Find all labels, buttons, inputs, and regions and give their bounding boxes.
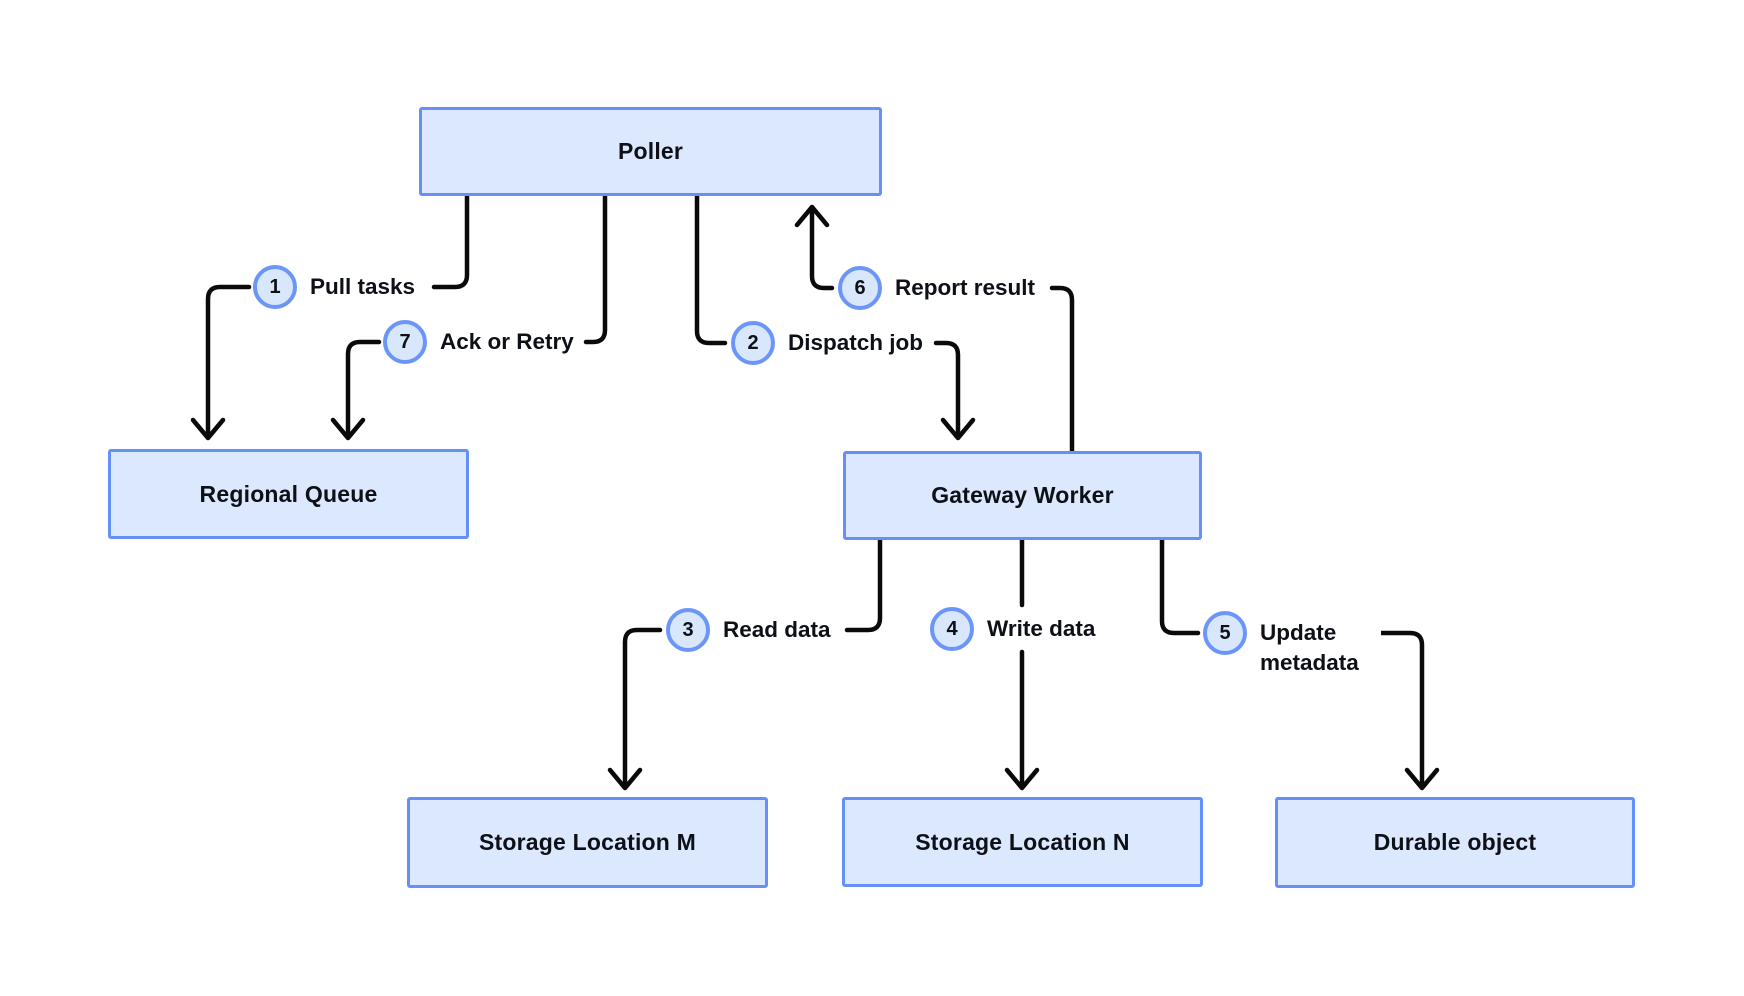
edge-report-from-gateway [1049,285,1075,456]
step-badge-3: 3 [666,608,710,652]
arrowhead-pull-tasks [190,417,226,441]
node-storage-location-n: Storage Location N [842,797,1203,887]
step-label-write-data: 4 Write data [930,607,1099,651]
step-badge-1: 1 [253,265,297,309]
edge-dispatch-to-gateway [933,340,961,440]
edge-report-to-poller [809,207,835,291]
step-badge-5: 5 [1203,611,1247,655]
node-storage-location-m: Storage Location M [407,797,768,888]
step-label-pull-tasks: 1 Pull tasks [253,265,419,309]
arrowhead-write [1004,767,1040,791]
edge-update-from-gateway [1159,534,1201,636]
step-text-write-data: Write data [984,614,1099,644]
step-badge-6: 6 [838,266,882,310]
node-gateway-worker-label: Gateway Worker [931,482,1114,508]
step-badge-4: 4 [930,607,974,651]
edge-update-to-durable [1366,630,1425,790]
edge-read-to-storage-m [622,627,663,790]
edge-ack-retry-from-poller [583,190,608,345]
node-storage-location-n-label: Storage Location N [915,828,1130,855]
step-badge-2: 2 [731,321,775,365]
step-label-report-result: 6 Report result [838,266,1039,310]
arrowhead-update [1404,767,1440,791]
edge-ack-retry-to-queue [345,339,382,440]
step-text-report-result: Report result [892,273,1039,303]
arrowhead-ack-retry [330,417,366,441]
arrowhead-dispatch [940,417,976,441]
edge-dispatch-from-poller [694,190,728,346]
step-label-read-data: 3 Read data [666,608,834,652]
node-durable-object: Durable object [1275,797,1635,888]
edge-read-from-gateway [844,534,883,633]
node-regional-queue-label: Regional Queue [199,480,378,507]
arrowhead-report [794,204,830,228]
node-durable-object-label: Durable object [1373,829,1537,855]
step-text-dispatch-job: Dispatch job [785,328,927,358]
step-label-update-metadata: 5 Update metadata [1203,611,1381,678]
edge-pull-tasks-to-queue [205,284,252,440]
step-text-ack-or-retry: Ack or Retry [437,327,577,357]
node-gateway-worker: Gateway Worker [843,451,1202,540]
step-label-ack-or-retry: 7 Ack or Retry [383,320,577,364]
step-text-update-metadata: Update metadata [1257,618,1381,678]
node-storage-location-m-label: Storage Location M [478,829,696,855]
step-label-dispatch-job: 2 Dispatch job [731,321,927,365]
arrowhead-read [607,767,643,791]
step-text-pull-tasks: Pull tasks [307,272,419,302]
step-badge-7: 7 [383,320,427,364]
step-text-read-data: Read data [720,615,834,645]
node-poller-label: Poller [617,138,684,164]
node-regional-queue: Regional Queue [108,449,469,539]
node-poller: Poller [419,107,882,196]
edge-pull-tasks-from-poller [431,190,470,290]
